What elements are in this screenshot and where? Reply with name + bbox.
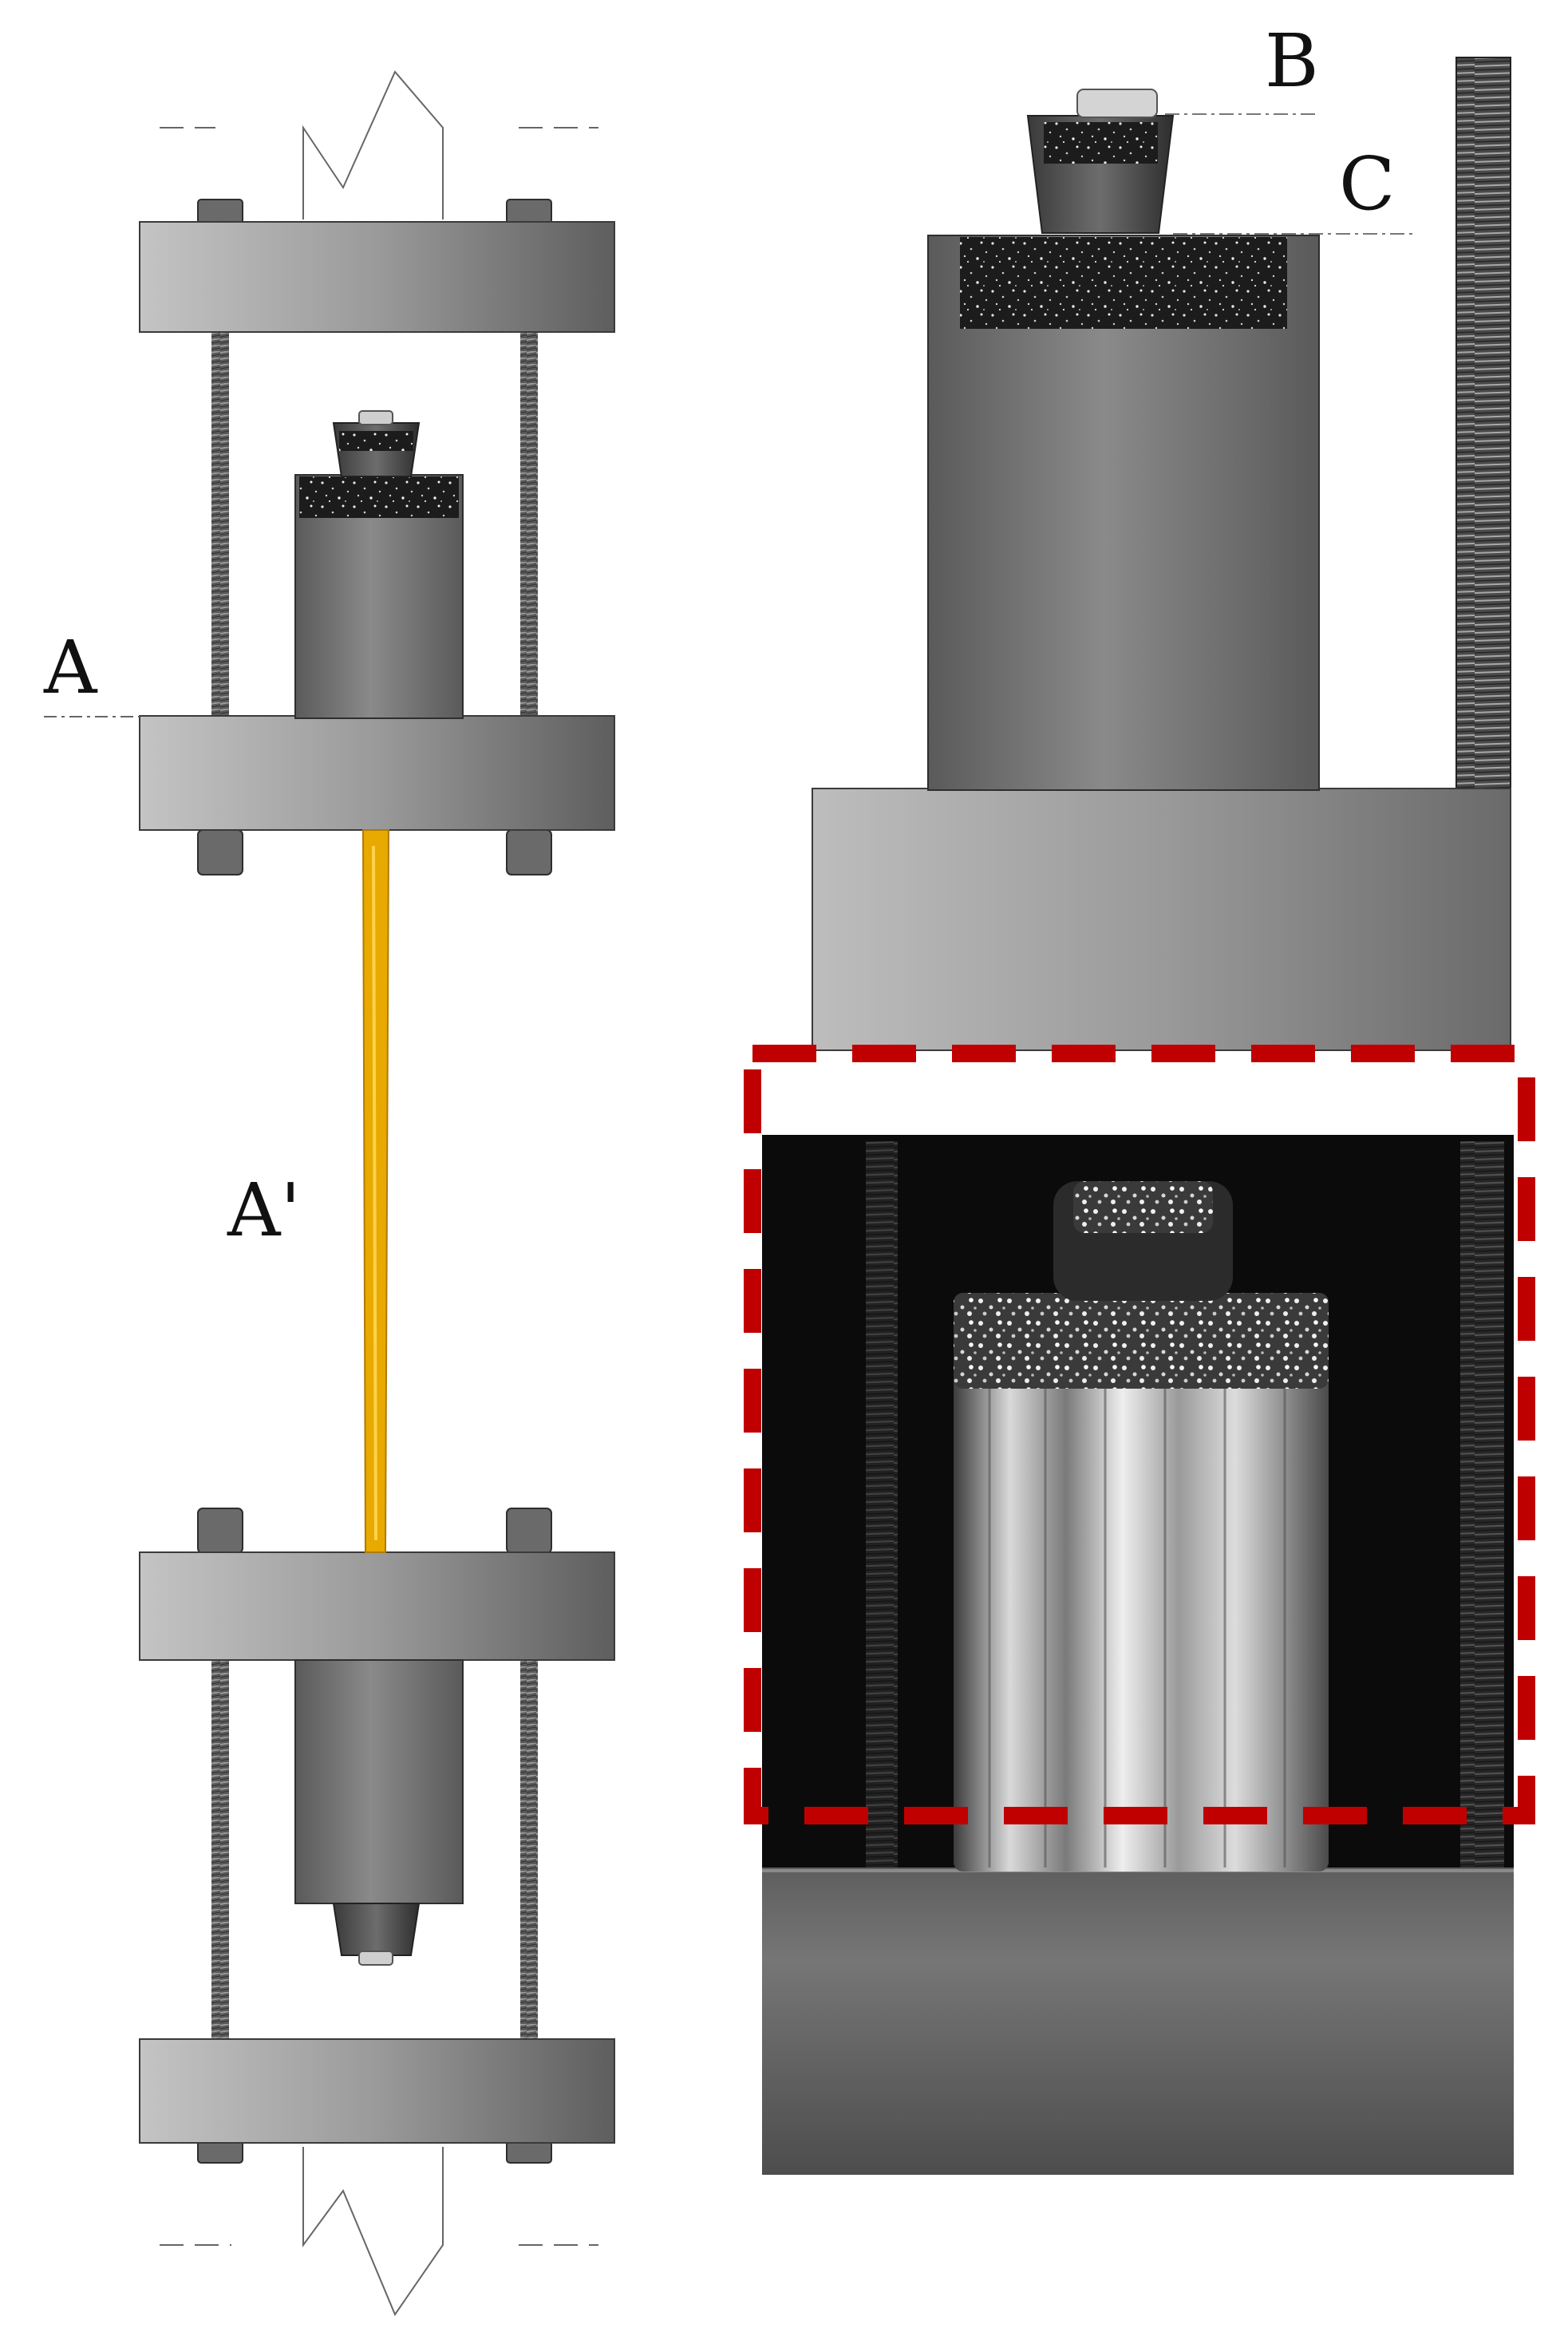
threaded-rod-lower-right [520,1636,538,2051]
label-c: C [1339,141,1395,227]
plate-top [139,221,615,333]
enlarged-drawing: B C [812,18,1511,1051]
photo-speckle-band [954,1293,1329,1389]
lower-pin [358,1951,393,1966]
full-rig-drawing: A A' [43,70,615,2317]
plate-upper-grip [139,715,615,831]
top-break-line [160,70,598,219]
top-pin [1076,89,1158,118]
bottom-break-line [160,2147,598,2317]
label-b: B [1265,18,1319,104]
threaded-rod-vertical [1455,57,1511,792]
photo-cylinder [954,1293,1329,1872]
threaded-rod-upper-left [211,331,229,718]
lower-cylinder [294,1659,464,1904]
threaded-rod-upper-right [520,331,538,718]
label-a: A [43,625,98,710]
plate-bottom [139,2038,615,2144]
large-speckle-band [960,237,1287,329]
cap-speckle [1044,122,1158,164]
upper-pin [358,410,393,425]
lower-tapered-cap [332,1903,421,1956]
highlight-dashed-box [744,1045,1535,1824]
base-block [812,788,1511,1051]
label-a-prime: A' [227,1168,301,1253]
upper-cap-speckle [339,431,413,451]
plate-lower-grip [139,1551,615,1661]
photo-floor [762,1868,1514,2175]
upper-speckle-band [299,476,459,518]
threaded-rod-lower-left [211,1636,229,2051]
specimen-photo [762,1135,1514,2175]
